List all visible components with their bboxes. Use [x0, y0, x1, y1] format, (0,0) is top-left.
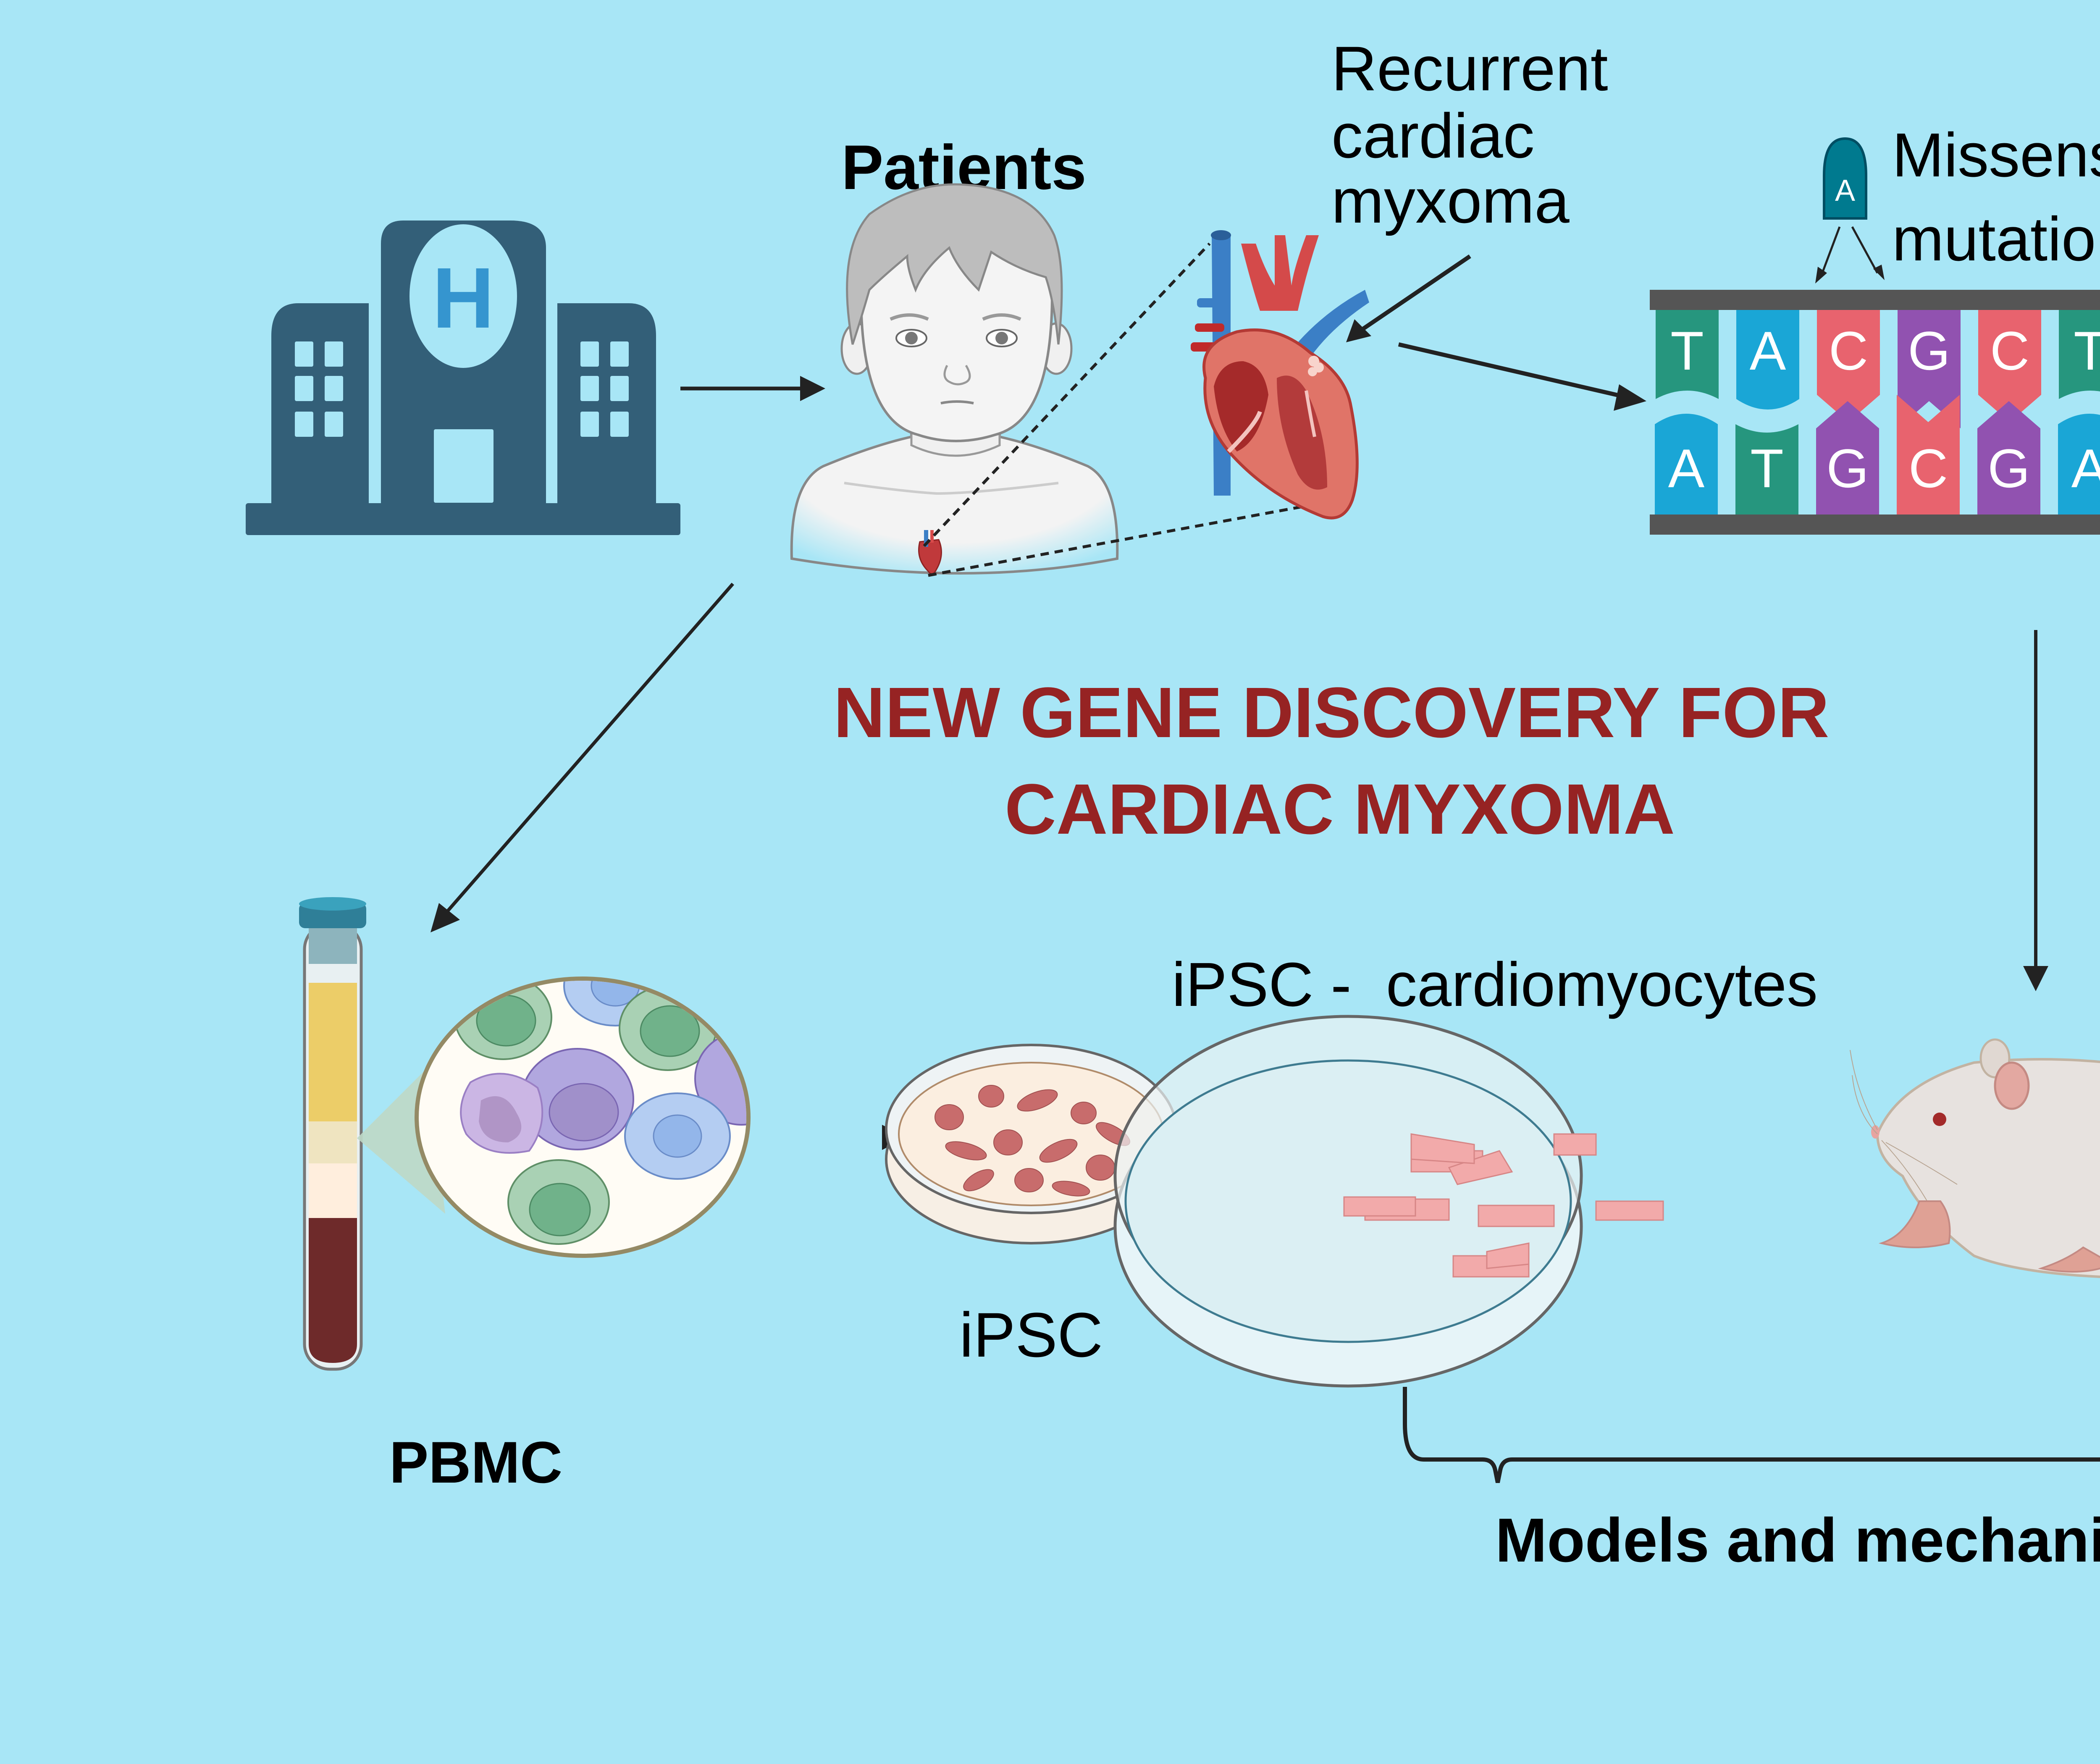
pbmc-cells-magnifier-icon — [415, 976, 751, 1258]
arrow-label-to-tumor — [1346, 254, 1471, 342]
svg-text:myxoma: myxoma — [1331, 165, 1570, 236]
dna-base-letter: C — [1829, 320, 1868, 381]
dna-base-bottom-A — [2058, 414, 2100, 514]
arrow-dna-to-mouse — [2023, 630, 2048, 991]
dna-base-top-A — [1736, 310, 1799, 410]
dna-base-top-G — [1898, 310, 1961, 428]
dna-base-letter: T — [2074, 320, 2100, 381]
dna-base-top-T — [1656, 310, 1719, 399]
dna-base-bottom-A — [1655, 414, 1718, 514]
ipsc-cardiomyocytes-label: iPSC - cardiomyocytes — [1172, 950, 1818, 1019]
recurrent-cardiac-myxoma-label: Recurrent cardiac myxoma — [1331, 33, 1608, 236]
heart-anatomy-icon — [1191, 230, 1369, 520]
dna-base-bottom-G — [1977, 401, 2040, 514]
dna-base-letter: G — [1826, 438, 1869, 499]
dna-base-letter: G — [1908, 320, 1950, 381]
patient-child-icon — [790, 183, 1119, 575]
dna-base-letter: A — [1750, 320, 1786, 381]
mutant-base-tag: A — [1815, 137, 1885, 284]
dna-base-letter: T — [1670, 320, 1704, 381]
dna-backbone-top — [1650, 290, 2100, 310]
myxoma-tumor — [1308, 356, 1324, 376]
dna-base-letter: G — [1987, 438, 2030, 499]
svg-text:cardiac: cardiac — [1331, 100, 1535, 171]
arrow-patient-to-pbmc — [430, 583, 735, 932]
dna-base-top-T — [2059, 310, 2100, 399]
svg-text:mutation: mutation — [1892, 205, 2100, 274]
hospital-h-letter: H — [432, 250, 494, 346]
arrow-heart-to-dna — [1398, 342, 1646, 411]
dna-base-top-C — [1817, 310, 1880, 422]
svg-text:Recurrent: Recurrent — [1331, 33, 1608, 104]
missense-mutation-label: Missense mutation — [1892, 121, 2100, 274]
blood-tube-icon — [299, 897, 366, 1371]
dna-base-letter: T — [1750, 438, 1783, 499]
svg-text:Missense: Missense — [1892, 121, 2100, 190]
ipsc-label: iPSC — [959, 1299, 1103, 1370]
curly-brace-icon — [1403, 1387, 2100, 1483]
dna-base-bottom-G — [1816, 401, 1879, 514]
arrow-hospital-to-patient — [680, 376, 825, 401]
main-title: NEW GENE DISCOVERY FOR CARDIAC MYXOMA — [834, 673, 1830, 849]
dna-base-letter: A — [2071, 438, 2100, 499]
dna-base-bottom-C — [1897, 395, 1960, 514]
svg-text:CARDIAC MYXOMA: CARDIAC MYXOMA — [1005, 769, 1675, 849]
dna-double-helix-icon: TACGCTGAATGCGACT — [1650, 290, 2100, 535]
dna-backbone-bottom — [1650, 514, 2100, 535]
dna-base-letter: C — [1990, 320, 2029, 381]
hospital-icon: H — [246, 220, 680, 535]
models-mechanisms-label: Models and mechanisms — [1495, 1506, 2100, 1575]
dna-base-bottom-T — [1735, 424, 1798, 514]
pbmc-label: PBMC — [389, 1429, 562, 1495]
dna-base-letter: C — [1908, 438, 1948, 499]
dna-base-letter: A — [1668, 438, 1705, 499]
cardiomyocyte-petri-dish-icon — [1113, 1015, 1664, 1388]
svg-text:NEW GENE DISCOVERY FOR: NEW GENE DISCOVERY FOR — [834, 673, 1830, 753]
dna-base-top-C — [1978, 310, 2041, 422]
svg-text:A: A — [1835, 174, 1855, 207]
transgenic-mouse-icon: Transgenes — [1850, 1038, 2100, 1278]
zoom-dotted-lines — [923, 242, 1340, 577]
